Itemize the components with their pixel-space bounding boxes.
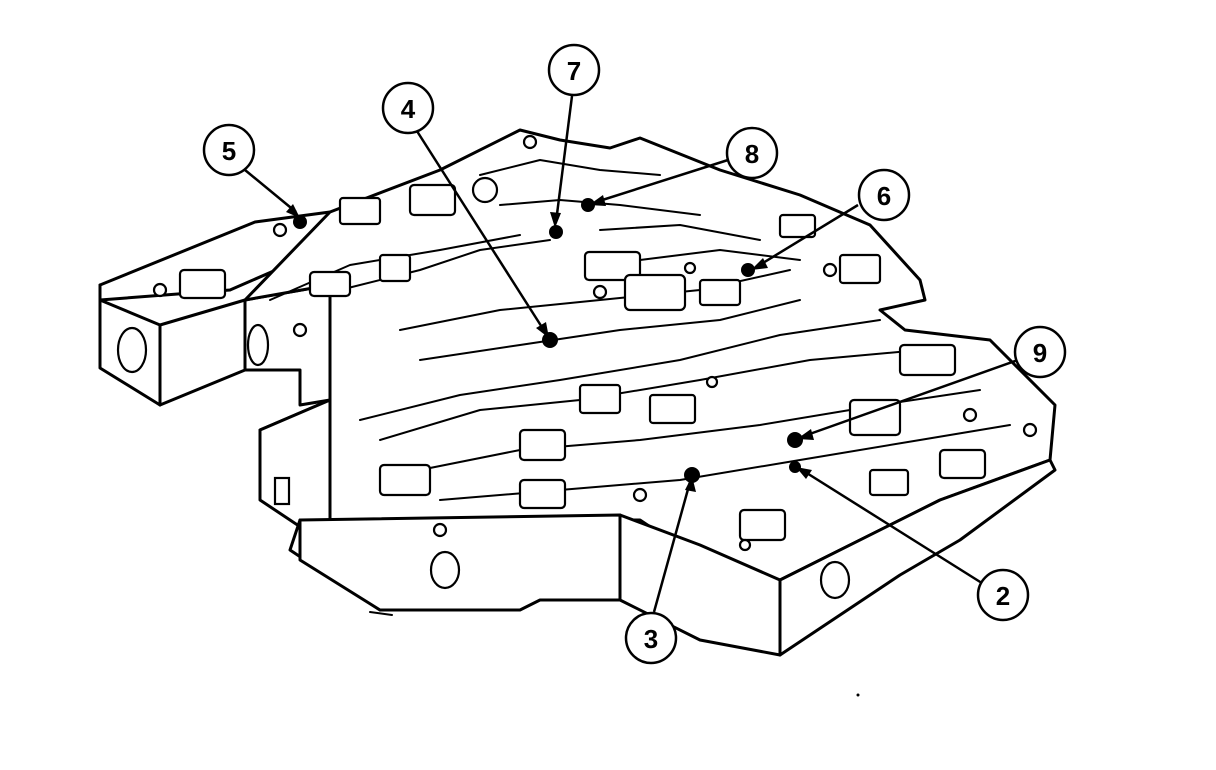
bolt-hole: [116, 326, 148, 374]
callout-3: 3: [624, 611, 678, 665]
callout-4: 4: [381, 81, 435, 135]
check-ball-7: [549, 225, 563, 239]
callout-label: 9: [1033, 338, 1047, 368]
bolt-hole: [246, 323, 270, 367]
leader-lines: [244, 95, 1019, 613]
check-ball-8: [581, 198, 595, 212]
callout-label: 3: [644, 624, 658, 654]
stray-dot: [856, 693, 860, 697]
callout-2: 2: [976, 568, 1030, 622]
callout-label: 5: [222, 136, 236, 166]
callout-label: 8: [745, 139, 759, 169]
check-ball-9: [787, 432, 803, 448]
bolt-hole: [819, 560, 851, 600]
check-ball-2: [789, 461, 801, 473]
bolt-hole: [429, 550, 461, 590]
callout-label: 7: [567, 56, 581, 86]
callout-6: 6: [857, 168, 911, 222]
callout-label: 4: [401, 94, 416, 124]
fluid-passages: [269, 159, 1011, 501]
pockets: [152, 134, 1038, 552]
callout-8: 8: [725, 126, 779, 180]
valve-body-casting: [98, 128, 1057, 657]
callout-7: 7: [547, 43, 601, 97]
callout-label: 2: [996, 581, 1010, 611]
check-ball-4: [542, 332, 558, 348]
check-ball-3: [684, 467, 700, 483]
check-ball-6: [741, 263, 755, 277]
check-ball-5: [293, 215, 307, 229]
check-balls: [293, 198, 803, 483]
callout-9: 9: [1013, 325, 1067, 379]
callout-5: 5: [202, 123, 256, 177]
callout-label: 6: [877, 181, 891, 211]
